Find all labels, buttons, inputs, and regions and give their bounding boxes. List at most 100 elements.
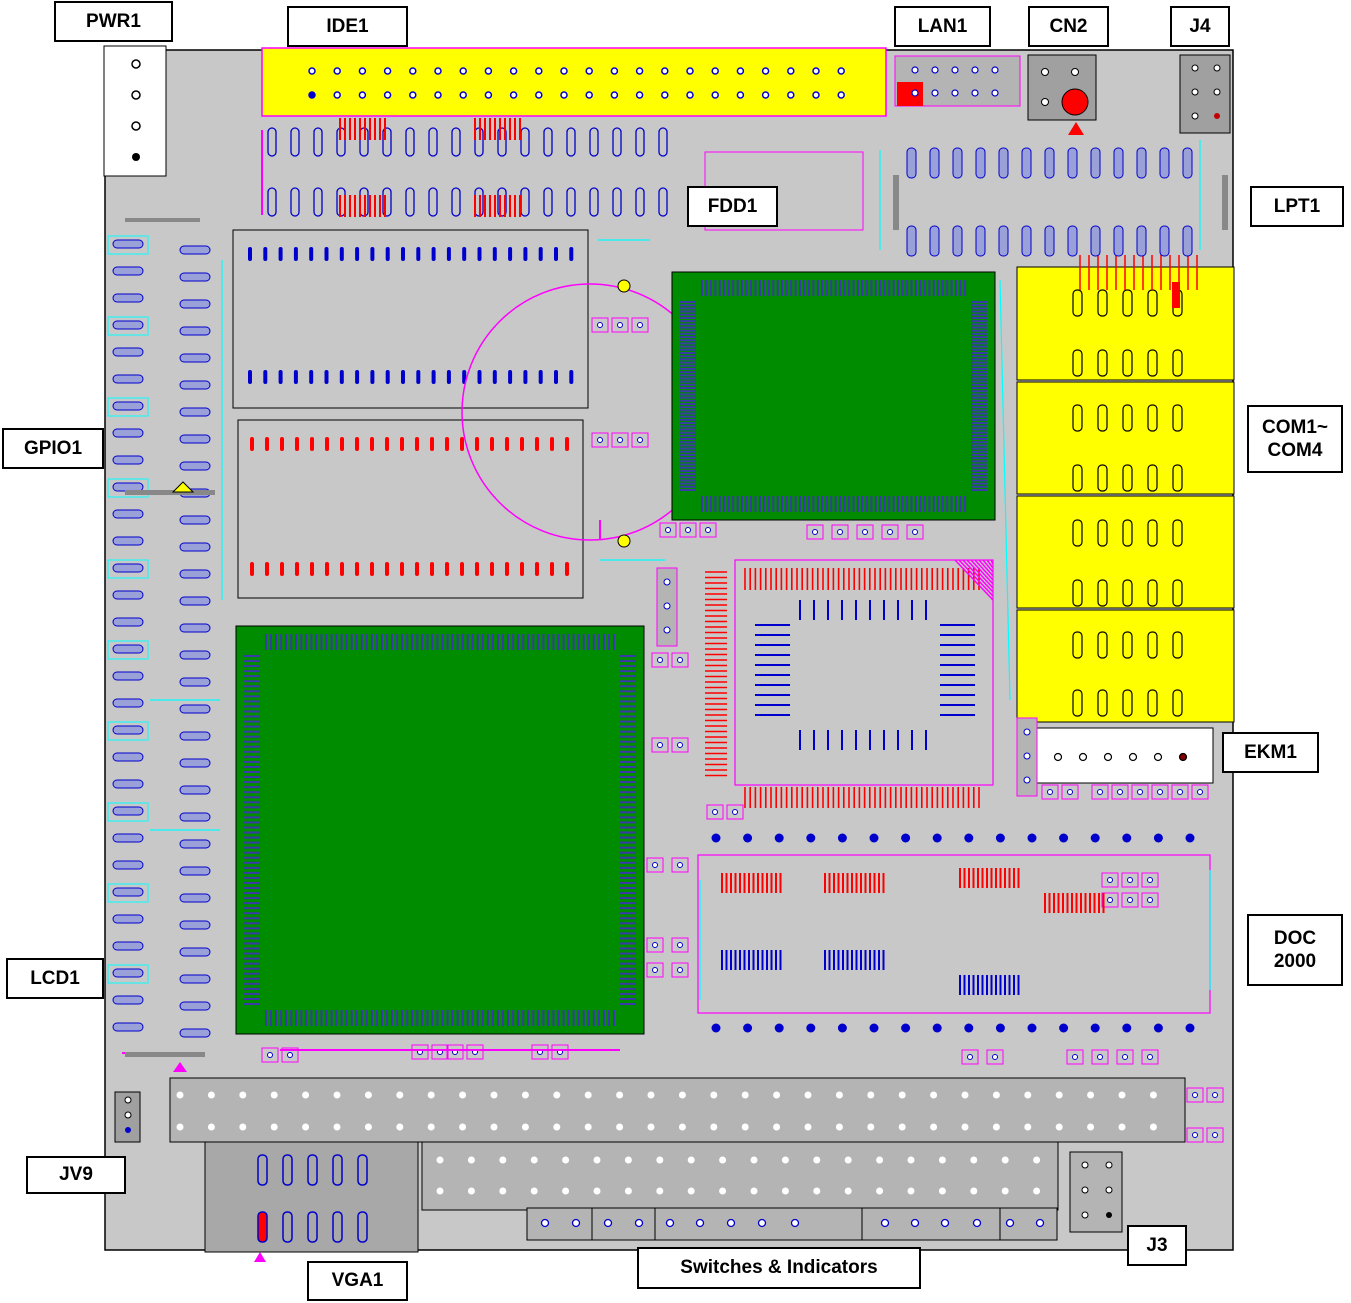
memory-pin [250, 437, 254, 451]
trace [958, 559, 994, 597]
header-pin [678, 1123, 686, 1131]
pad [677, 967, 683, 973]
memory-pin [293, 247, 298, 261]
pad-outline [671, 962, 689, 978]
resistor-pad [179, 974, 211, 984]
pad-outline [431, 1044, 449, 1060]
memory-pin [385, 562, 389, 576]
switch-pin [695, 1218, 705, 1228]
header-pin [459, 1091, 467, 1099]
header-pin [553, 1123, 561, 1131]
header-pin [930, 1091, 938, 1099]
jumper-pin [663, 578, 671, 586]
pad-outline [1091, 1049, 1109, 1065]
ide-pin [459, 67, 467, 75]
memory-pin [492, 370, 497, 384]
header-pin [1118, 1091, 1126, 1099]
pad [1117, 789, 1123, 795]
header-pin [490, 1091, 498, 1099]
resistor-pad [179, 353, 211, 363]
switch-pin [940, 1218, 950, 1228]
header-pin [584, 1123, 592, 1131]
memory-pin [538, 370, 543, 384]
resistor-pad [179, 299, 211, 309]
label-lpt1: LPT1 [1250, 186, 1344, 227]
lpt-pin [952, 225, 963, 257]
ekm-pin [1053, 752, 1063, 762]
capacitor [589, 187, 599, 217]
memory-pin [462, 247, 467, 261]
pad-outline [631, 317, 649, 333]
header-pin [781, 1156, 789, 1164]
pad-outline [651, 652, 669, 668]
header-pin [687, 1187, 695, 1195]
ide-pin [560, 67, 568, 75]
lpt-pin [1136, 225, 1147, 257]
trace [970, 559, 994, 585]
doc-pin [837, 1023, 847, 1033]
memory-pin [400, 437, 404, 451]
ekm-pin [1178, 752, 1188, 762]
doc-pin [932, 1023, 942, 1033]
header-pin [961, 1123, 969, 1131]
pad-outline [1171, 784, 1189, 800]
doc-pin [1027, 1023, 1037, 1033]
ide-pin [434, 67, 442, 75]
memory-pin [248, 370, 252, 384]
label-doc2000: DOC 2000 [1247, 914, 1343, 986]
pad [712, 809, 718, 815]
doc-pin [901, 833, 911, 843]
memory-pin [505, 437, 509, 451]
memory-pin [280, 437, 284, 451]
memory-pin [295, 562, 299, 576]
bar [125, 1052, 205, 1057]
doc-pin [901, 1023, 911, 1033]
header-pin [593, 1187, 601, 1195]
com-pin [1072, 579, 1083, 607]
header-pin [1024, 1091, 1032, 1099]
component-outline [107, 397, 149, 417]
header-pin [719, 1187, 727, 1195]
ekm-pin [1103, 752, 1113, 762]
pad [1147, 897, 1153, 903]
resistor-pad [179, 866, 211, 876]
resistor-pad [112, 482, 144, 492]
pad-outline [1121, 892, 1139, 908]
resistor-pad [179, 380, 211, 390]
ekm-pin [1128, 752, 1138, 762]
com-pin [1172, 404, 1183, 432]
ekm1-connector [1034, 727, 1214, 784]
ide-pin [459, 91, 467, 99]
ide-pin [333, 67, 341, 75]
com-pin [1097, 631, 1108, 659]
memory-pin [340, 437, 344, 451]
mounting-hole [617, 534, 631, 548]
j3-connector [1069, 1151, 1123, 1233]
pad-outline [1111, 784, 1129, 800]
ide-pin [383, 67, 392, 75]
memory-pin [309, 370, 314, 384]
header-pin [270, 1091, 278, 1099]
lan-pin [991, 89, 999, 97]
ide-pin [635, 91, 644, 99]
pad [1097, 789, 1103, 795]
header-pin [844, 1156, 852, 1164]
bar [1222, 175, 1228, 230]
pad-outline [1186, 1087, 1204, 1103]
doc-pin [995, 833, 1005, 843]
lpt-pin [1067, 225, 1078, 257]
memory-pin [339, 370, 344, 384]
memory-pin [340, 562, 344, 576]
lpt-pin [1113, 147, 1124, 179]
pad-outline [611, 432, 629, 448]
memory-pin [416, 247, 421, 261]
lpt-pin [1136, 147, 1147, 179]
resistor-pad [179, 326, 211, 336]
doc-pin [1059, 833, 1069, 843]
doc-pin [806, 1023, 816, 1033]
resistor-pad [179, 758, 211, 768]
memory-pin [492, 247, 497, 261]
resistor-pad [112, 536, 144, 546]
memory-pin [490, 437, 494, 451]
ide-pin [711, 91, 719, 99]
